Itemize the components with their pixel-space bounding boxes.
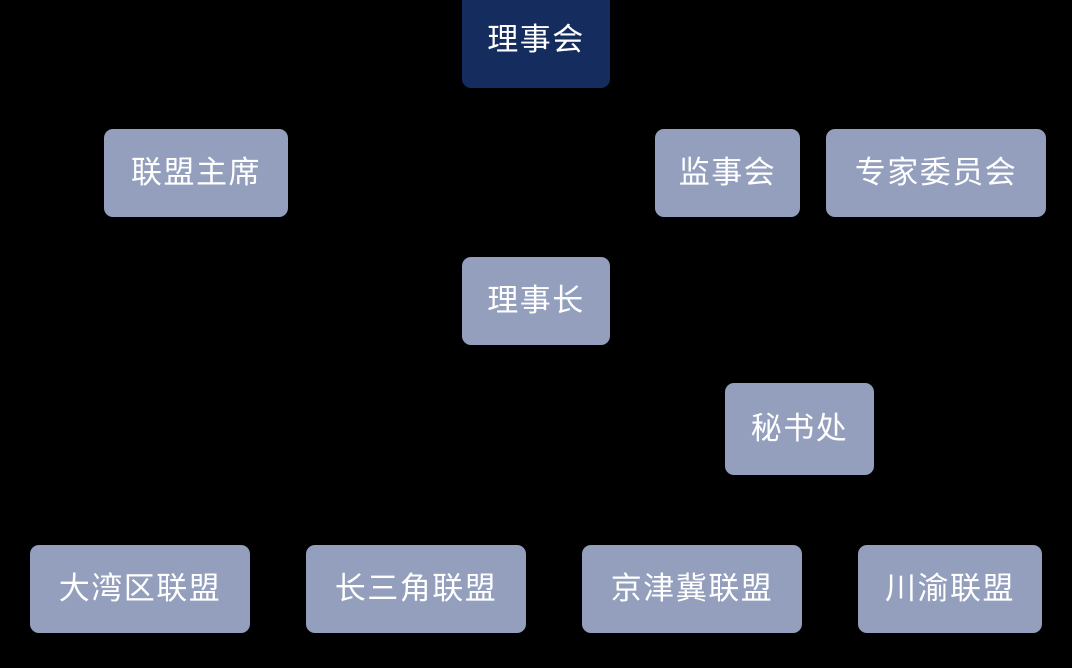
org-node-chairman-of-board[interactable]: 理事长 — [462, 257, 610, 345]
org-node-alliance-chairman[interactable]: 联盟主席 — [104, 129, 288, 217]
org-node-expert-committee[interactable]: 专家委员会 — [826, 129, 1046, 217]
org-node-beijing-tianjin-hebei-alliance[interactable]: 京津冀联盟 — [582, 545, 802, 633]
org-node-greater-bay-area-alliance[interactable]: 大湾区联盟 — [30, 545, 250, 633]
org-node-board-of-directors[interactable]: 理事会 — [462, 0, 610, 88]
org-node-label: 大湾区联盟 — [58, 570, 222, 606]
org-node-label: 京津冀联盟 — [610, 570, 774, 606]
org-node-label: 专家委员会 — [854, 154, 1018, 190]
org-node-secretariat[interactable]: 秘书处 — [725, 383, 874, 475]
org-node-chengdu-chongqing-alliance[interactable]: 川渝联盟 — [858, 545, 1042, 633]
org-node-label: 长三角联盟 — [334, 570, 498, 606]
org-node-label: 监事会 — [678, 154, 777, 190]
org-node-label: 联盟主席 — [131, 154, 261, 190]
org-node-label: 秘书处 — [750, 410, 849, 446]
org-node-label: 理事会 — [487, 21, 585, 57]
org-node-board-of-supervisors[interactable]: 监事会 — [655, 129, 800, 217]
org-node-label: 理事长 — [487, 282, 585, 318]
org-node-yangtze-river-delta-alliance[interactable]: 长三角联盟 — [306, 545, 526, 633]
org-node-label: 川渝联盟 — [885, 570, 1015, 606]
